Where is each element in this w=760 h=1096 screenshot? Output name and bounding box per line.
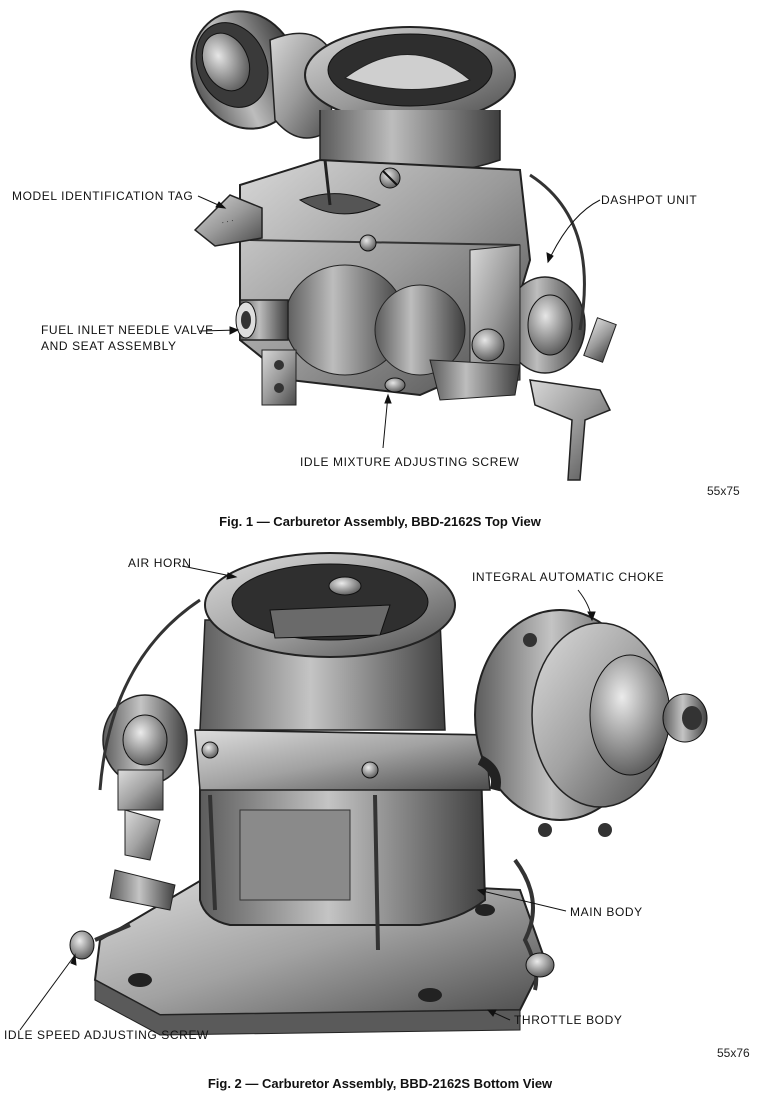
label-idle-mixture-adjusting-screw: IDLE MIXTURE ADJUSTING SCREW <box>300 455 520 469</box>
integral-automatic-choke <box>474 609 708 837</box>
dashpot-unit <box>469 173 617 386</box>
model-identification-tag: · · · <box>193 194 263 247</box>
svg-text:· · ·: · · · <box>221 216 235 227</box>
label-dashpot-unit: DASHPOT UNIT <box>601 193 698 207</box>
figure-1: · · · <box>0 0 760 540</box>
label-idle-speed-adjusting-screw: IDLE SPEED ADJUSTING SCREW <box>4 1028 209 1042</box>
dashpot-side <box>98 598 201 911</box>
fuel-inlet-fitting <box>235 299 297 406</box>
label-main-body: MAIN BODY <box>570 905 643 919</box>
label-seat-assembly: AND SEAT ASSEMBLY <box>41 339 177 353</box>
throttle-linkage <box>513 858 555 991</box>
label-model-identification-tag: MODEL IDENTIFICATION TAG <box>12 189 194 203</box>
figure-2-leader-lines <box>19 565 596 1031</box>
figure-1-leader-lines <box>197 195 601 449</box>
air-horn <box>199 552 456 731</box>
figure-2: AIR HORN INTEGRAL AUTOMATIC CHOKE MAIN B… <box>0 540 760 1096</box>
figure-2-code: 55x76 <box>717 1046 750 1060</box>
idle-mixture-screw <box>384 377 406 393</box>
carburetor-bottom-view-illustration <box>19 552 708 1036</box>
label-integral-automatic-choke: INTEGRAL AUTOMATIC CHOKE <box>472 570 665 584</box>
figure-2-caption: Fig. 2 — Carburetor Assembly, BBD-2162S … <box>207 1076 553 1091</box>
air-horn-top <box>304 26 516 176</box>
figure-1-code: 55x75 <box>707 484 740 498</box>
carburetor-main-body <box>239 158 532 397</box>
idle-speed-screw <box>69 923 131 960</box>
label-air-horn: AIR HORN <box>128 556 192 570</box>
label-throttle-body: THROTTLE BODY <box>514 1013 623 1027</box>
main-body <box>194 728 491 951</box>
throttle-lever <box>429 359 612 481</box>
label-fuel-inlet-needle-valve: FUEL INLET NEEDLE VALVE <box>41 323 214 337</box>
carburetor-top-view-illustration: · · · <box>190 10 617 481</box>
figure-1-caption: Fig. 1 — Carburetor Assembly, BBD-2162S … <box>219 514 541 529</box>
